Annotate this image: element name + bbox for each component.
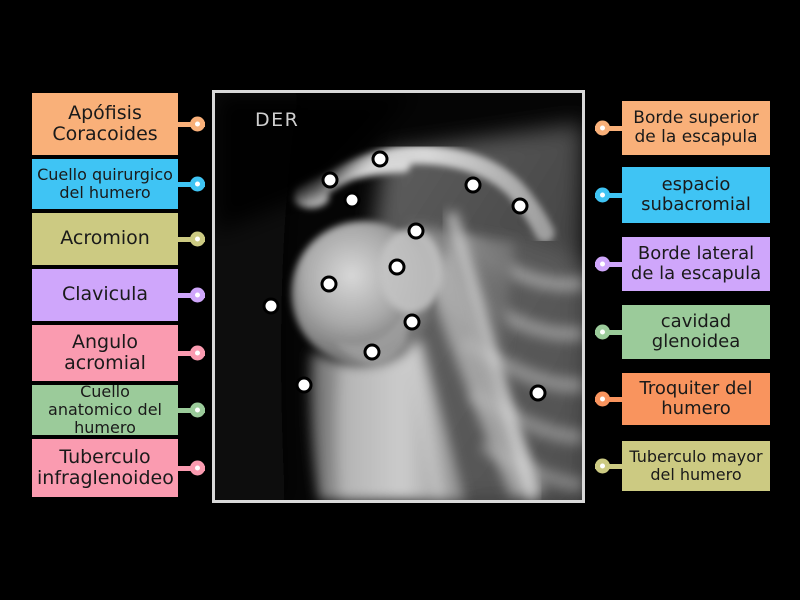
annotation-label-right-3[interactable]: Borde lateral de la escapula <box>622 237 770 291</box>
xray-marker-point[interactable] <box>464 176 482 194</box>
annotation-connector-dot[interactable] <box>190 460 205 476</box>
annotation-label-left-6[interactable]: Cuello anatomico del humero <box>32 382 178 437</box>
annotation-label-right-6[interactable]: Tuberculo mayor del humero <box>622 441 770 491</box>
xray-marker-point[interactable] <box>321 171 339 189</box>
xray-marker-point[interactable] <box>295 376 313 394</box>
annotation-label-text: cavidad glenoidea <box>651 310 741 352</box>
xray-marker-point[interactable] <box>529 384 547 402</box>
xray-marker-point[interactable] <box>363 343 381 361</box>
annotation-label-text: Apófisis Coracoides <box>52 101 158 145</box>
annotation-label-text: Borde superior de la escapula <box>633 107 759 147</box>
annotation-label-text: Clavicula <box>61 283 149 306</box>
annotation-label-right-4[interactable]: cavidad glenoidea <box>622 305 770 359</box>
annotation-label-left-1[interactable]: Apófisis Coracoides <box>32 93 178 155</box>
annotation-connector-dot[interactable] <box>595 324 610 340</box>
annotation-connector-dot[interactable] <box>190 287 205 303</box>
annotation-label-text: Angulo acromial <box>64 330 146 374</box>
annotation-connector-dot[interactable] <box>595 458 610 474</box>
annotation-label-right-5[interactable]: Troquiter del humero <box>622 373 770 425</box>
annotation-connector-dot[interactable] <box>190 231 205 247</box>
xray-marker-point[interactable] <box>343 191 361 209</box>
annotation-connector-dot[interactable] <box>595 187 610 203</box>
xray-marker-point[interactable] <box>511 197 529 215</box>
annotation-label-text: Tuberculo mayor del humero <box>629 447 763 484</box>
xray-image-panel: DER <box>212 90 585 503</box>
annotation-connector-dot[interactable] <box>190 402 205 418</box>
annotation-label-text: Acromion <box>60 227 150 250</box>
annotation-connector-dot[interactable] <box>595 120 610 136</box>
xray-marker-point[interactable] <box>407 222 425 240</box>
side-marker-label: DER <box>255 109 300 131</box>
annotation-connector-dot[interactable] <box>190 116 205 132</box>
xray-marker-point[interactable] <box>388 258 406 276</box>
annotation-connector-dot[interactable] <box>190 176 205 192</box>
annotation-label-left-4[interactable]: Clavicula <box>32 269 178 321</box>
annotation-connector-dot[interactable] <box>595 391 610 407</box>
xray-marker-point[interactable] <box>262 297 280 315</box>
annotation-label-text: Borde lateral de la escapula <box>630 242 762 284</box>
xray-marker-point[interactable] <box>371 150 389 168</box>
xray-radiograph-image <box>215 93 582 500</box>
xray-marker-point[interactable] <box>403 313 421 331</box>
xray-marker-point[interactable] <box>320 275 338 293</box>
annotation-label-right-1[interactable]: Borde superior de la escapula <box>622 101 770 155</box>
annotation-label-left-2[interactable]: Cuello quirurgico del humero <box>32 159 178 209</box>
annotation-connector-dot[interactable] <box>595 256 610 272</box>
annotation-connector-dot[interactable] <box>190 345 205 361</box>
annotation-label-text: Tuberculo infraglenoideo <box>37 445 174 489</box>
annotation-label-left-3[interactable]: Acromion <box>32 213 178 265</box>
annotation-label-text: Troquiter del humero <box>639 377 753 419</box>
annotation-label-text: Cuello quirurgico del humero <box>37 165 173 202</box>
annotation-label-left-5[interactable]: Angulo acromial <box>32 325 178 381</box>
annotation-label-text: Cuello anatomico del humero <box>48 382 162 437</box>
annotation-label-right-2[interactable]: espacio subacromial <box>622 167 770 223</box>
annotation-label-text: espacio subacromial <box>641 173 751 215</box>
annotation-label-left-7[interactable]: Tuberculo infraglenoideo <box>32 439 178 497</box>
